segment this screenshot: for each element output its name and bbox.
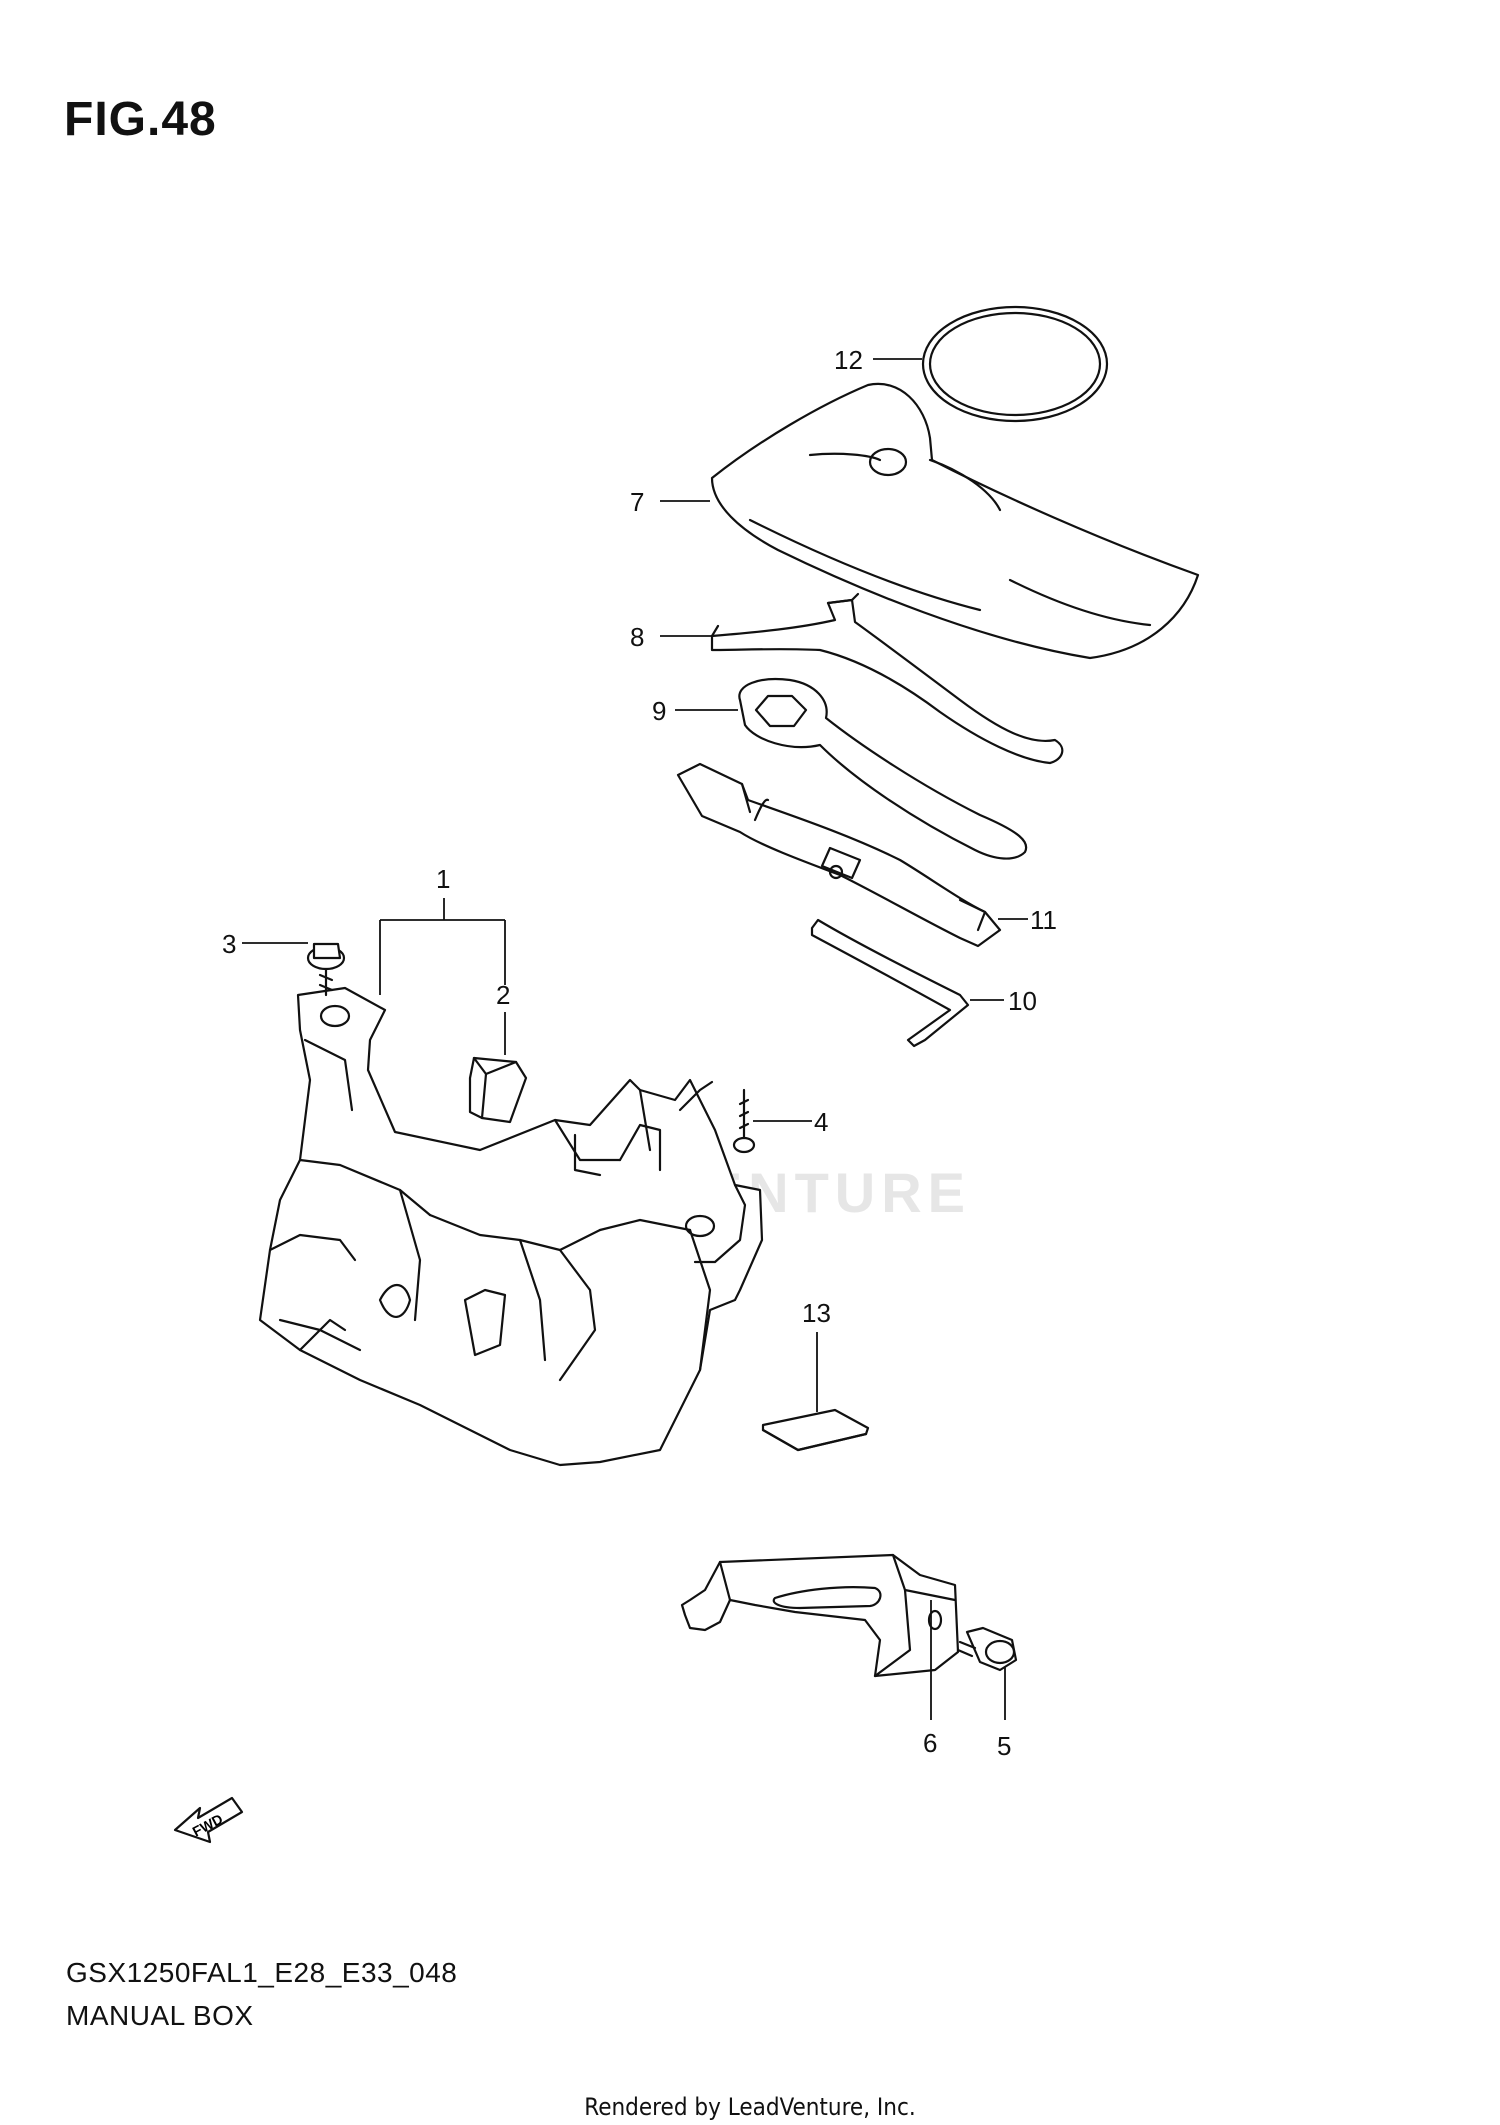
rendered-by-credit: Rendered by LeadVenture, Inc. — [584, 2093, 916, 2121]
part-4-screw[interactable] — [732, 1088, 756, 1154]
callout-4: 4 — [814, 1107, 828, 1137]
callout-1: 1 — [436, 864, 450, 894]
callout-2: 2 — [496, 980, 510, 1010]
part-10-hex-key[interactable] — [810, 918, 970, 1048]
section-name: MANUAL BOX — [66, 2000, 254, 2031]
part-11-socket-tool[interactable] — [676, 762, 1002, 948]
callout-6: 6 — [923, 1728, 937, 1758]
part-9-box-wrench[interactable] — [738, 678, 1028, 860]
callout-9: 9 — [652, 696, 666, 726]
part-1-manual-box[interactable] — [258, 986, 764, 1467]
callout-11: 11 — [1030, 905, 1057, 935]
callout-12: 12 — [834, 345, 863, 375]
part-7-tool-bag[interactable] — [710, 382, 1200, 660]
figure-title: FIG.48 — [64, 93, 217, 146]
part-12-band[interactable] — [921, 305, 1109, 423]
callouts: 12 7 8 9 11 10 1 2 3 4 13 6 5 — [222, 345, 1057, 1761]
callout-3: 3 — [222, 929, 236, 959]
callout-5: 5 — [997, 1731, 1011, 1761]
callout-10: 10 — [1008, 986, 1037, 1016]
callout-13: 13 — [802, 1298, 831, 1328]
part-3-bolt[interactable] — [306, 942, 346, 997]
part-13-pad[interactable] — [761, 1408, 870, 1452]
part-2-cushion[interactable] — [468, 1056, 528, 1124]
leader-lines — [242, 358, 1028, 1720]
part-6-bracket[interactable] — [680, 1553, 960, 1678]
part-5-bolt[interactable] — [956, 1626, 1018, 1672]
fwd-arrow-icon: FWD — [173, 1796, 244, 1844]
part-8-hook-wrench[interactable] — [710, 592, 1064, 765]
callout-8: 8 — [630, 622, 644, 652]
model-code: GSX1250FAL1_E28_E33_048 — [66, 1957, 458, 1988]
callout-7: 7 — [630, 487, 644, 517]
